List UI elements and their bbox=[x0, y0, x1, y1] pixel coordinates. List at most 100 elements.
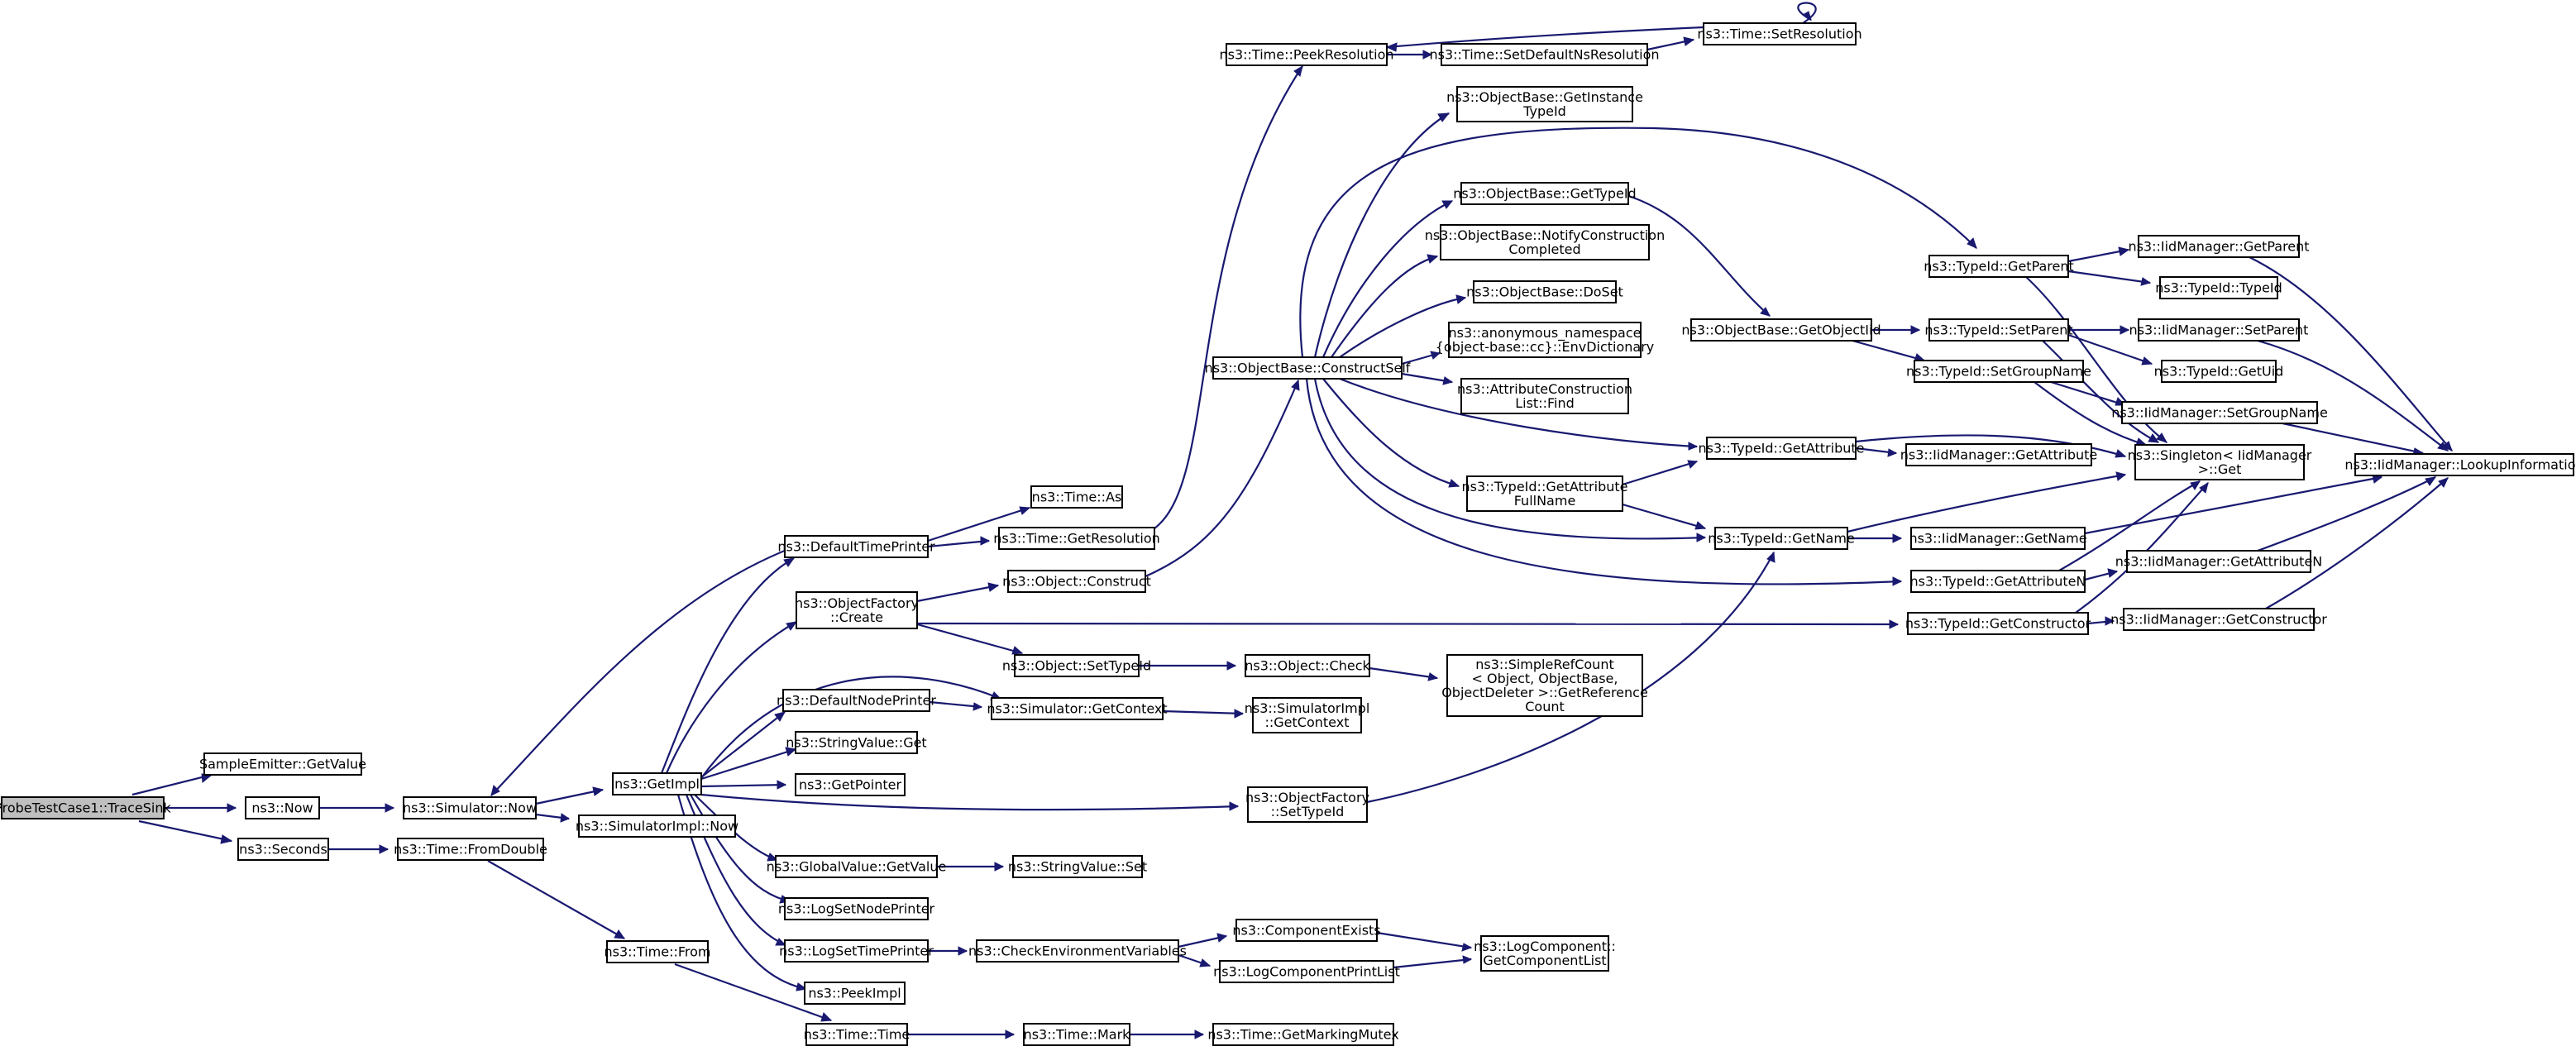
edge-line bbox=[916, 622, 1899, 626]
edge-arrowhead bbox=[980, 536, 991, 546]
edge-arrowhead bbox=[592, 786, 605, 796]
node-singleton-get[interactable]: ns3::Singleton< IidManager>::Get bbox=[2128, 444, 2312, 480]
node-defaultnodeprinter[interactable]: ns3::DefaultNodePrinter bbox=[777, 689, 936, 712]
node-simimpl-getcontext[interactable]: ns3::SimulatorImpl::GetContext bbox=[1245, 697, 1370, 733]
edge-arrowhead bbox=[994, 862, 1005, 872]
node-getmarkingmutex[interactable]: ns3::Time::GetMarkingMutex bbox=[1207, 1023, 1399, 1046]
edge-arrowhead bbox=[973, 702, 983, 711]
node-ob-gettypeid[interactable]: ns3::ObjectBase::GetTypeId bbox=[1453, 182, 1637, 205]
node-getobjectiid[interactable]: ns3::ObjectBase::GetObjectIid bbox=[1681, 318, 1881, 342]
node-time-from[interactable]: ns3::Time::From bbox=[604, 940, 711, 963]
node-simimpl-now[interactable]: ns3::SimulatorImpl::Now bbox=[576, 815, 738, 838]
edge-checkenvvars-to-logcomponentprintlist bbox=[1178, 953, 1212, 967]
node-objectfactory-settypeid[interactable]: ns3::ObjectFactory::SetTypeId bbox=[1245, 786, 1369, 823]
call-nodes: ProbeTestCase1::TraceSink SampleEmitter::… bbox=[0, 22, 2576, 1046]
node-stringvalue-set[interactable]: ns3::StringValue::Set bbox=[1008, 855, 1147, 878]
node-time-mark[interactable]: ns3::Time::Mark bbox=[1023, 1023, 1131, 1046]
node-object-construct[interactable]: ns3::Object::Construct bbox=[1002, 570, 1151, 593]
node-iid-setgroupname[interactable]: ns3::IidManager::SetGroupName bbox=[2111, 401, 2328, 424]
node-now[interactable]: ns3::Now bbox=[245, 796, 320, 819]
node-box bbox=[998, 527, 1155, 550]
node-globalvalue-getvalue[interactable]: ns3::GlobalValue::GetValue bbox=[767, 855, 947, 878]
node-iid-getattribute[interactable]: ns3::IidManager::GetAttribute bbox=[1900, 443, 2098, 466]
node-seconds[interactable]: ns3::Seconds bbox=[237, 838, 329, 861]
node-typeid-getattributen[interactable]: ns3::TypeId::GetAttributeN bbox=[1910, 570, 2086, 593]
node-peekresolution[interactable]: ns3::Time::PeekResolution bbox=[1219, 43, 1394, 66]
node-typeid-setgroupname[interactable]: ns3::TypeId::SetGroupName bbox=[1906, 360, 2091, 383]
node-typeid-getparent[interactable]: ns3::TypeId::GetParent bbox=[1924, 255, 2074, 278]
node-getcomponentlist[interactable]: ns3::LogComponent::GetComponentList bbox=[1474, 935, 1616, 972]
node-fromdouble[interactable]: ns3::Time::FromDouble bbox=[394, 838, 547, 861]
node-iid-getattributen[interactable]: ns3::IidManager::GetAttributeN bbox=[2115, 550, 2323, 573]
node-label: ns3::DefaultTimePrinter bbox=[777, 539, 935, 555]
node-stringvalue-get[interactable]: ns3::StringValue::Get bbox=[786, 731, 927, 754]
node-iid-getparent[interactable]: ns3::IidManager::GetParent bbox=[2128, 235, 2310, 258]
edge-object_settypeid-to-object_check bbox=[1139, 661, 1237, 671]
node-getreferencecount[interactable]: ns3::SimpleRefCount< Object, ObjectBase,… bbox=[1441, 654, 1648, 717]
edge-arrowhead bbox=[1687, 460, 1699, 469]
node-envdictionary[interactable]: ns3::anonymous_namespace{object-base::cc… bbox=[1436, 322, 1655, 358]
edge-typeid_getconstructor-to-singleton_get bbox=[2075, 481, 2209, 614]
node-notifyconstruction[interactable]: ns3::ObjectBase::NotifyConstructionCompl… bbox=[1425, 224, 1665, 260]
node-box bbox=[606, 940, 709, 963]
edge-line bbox=[929, 700, 982, 709]
node-logsettimeprinter[interactable]: ns3::LogSetTimePrinter bbox=[779, 939, 934, 963]
node-root[interactable]: ProbeTestCase1::TraceSink bbox=[0, 796, 171, 819]
node-logsetnodeprinter[interactable]: ns3::LogSetNodePrinter bbox=[778, 897, 935, 920]
node-se-getvalue[interactable]: SampleEmitter::GetValue bbox=[199, 752, 366, 776]
edge-arrowhead bbox=[786, 621, 798, 631]
node-setdefaultns[interactable]: ns3::Time::SetDefaultNsResolution bbox=[1429, 43, 1660, 66]
node-object-settypeid[interactable]: ns3::Object::SetTypeId bbox=[1002, 654, 1151, 677]
edge-line bbox=[131, 773, 213, 796]
node-typeid-typeid[interactable]: ns3::TypeId::TypeId bbox=[2155, 276, 2282, 299]
edge-line bbox=[1339, 377, 1698, 448]
node-label: ProbeTestCase1::TraceSink bbox=[0, 800, 171, 816]
edge-arrowhead bbox=[1427, 254, 1439, 264]
edge-constructself-to-typeid_getname bbox=[1313, 378, 1707, 542]
node-typeid-getname[interactable]: ns3::TypeId::GetName bbox=[1708, 527, 1855, 550]
node-setresolution[interactable]: ns3::Time::SetResolution bbox=[1697, 22, 1862, 45]
node-peekimpl[interactable]: ns3::PeekImpl bbox=[804, 982, 906, 1005]
node-objectfactory-create[interactable]: ns3::ObjectFactory::Create bbox=[795, 591, 919, 629]
node-typeid-getattribute[interactable]: ns3::TypeId::GetAttribute bbox=[1698, 437, 1865, 460]
edge-arrowhead bbox=[2425, 476, 2437, 486]
node-box bbox=[1448, 322, 1642, 358]
node-iid-getconstructor[interactable]: ns3::IidManager::GetConstructor bbox=[2110, 608, 2327, 631]
node-defaulttimeprinter[interactable]: ns3::DefaultTimePrinter bbox=[777, 535, 935, 558]
node-box bbox=[991, 697, 1164, 720]
node-typeid-setparent[interactable]: ns3::TypeId::SetParent bbox=[1924, 318, 2073, 342]
node-label: ns3::Time::FromDouble bbox=[394, 842, 547, 858]
edge-arrowhead bbox=[1011, 646, 1024, 655]
node-doset[interactable]: ns3::ObjectBase::DoSet bbox=[1466, 280, 1623, 303]
edge-typeid_setparent-to-singleton_get bbox=[2042, 340, 2160, 443]
node-box bbox=[1235, 919, 1378, 942]
node-object-check[interactable]: ns3::Object::Check bbox=[1245, 654, 1371, 677]
node-label: ns3::GetPointer bbox=[799, 777, 902, 793]
node-label: ns3::ObjectBase::DoSet bbox=[1466, 284, 1623, 300]
node-box bbox=[1012, 855, 1143, 878]
node-typeid-getconstructor[interactable]: ns3::TypeId::GetConstructor bbox=[1905, 612, 2091, 635]
node-label: ns3::StringValue::Set bbox=[1008, 859, 1147, 875]
node-label: SampleEmitter::GetValue bbox=[199, 757, 366, 772]
node-lookupinformation[interactable]: ns3::IidManager::LookupInformation bbox=[2344, 453, 2576, 476]
node-iid-getname[interactable]: ns3::IidManager::GetName bbox=[1909, 527, 2087, 550]
node-time-as[interactable]: ns3::Time::As bbox=[1030, 485, 1123, 509]
node-sim-getcontext[interactable]: ns3::Simulator::GetContext bbox=[987, 697, 1168, 720]
edge-line bbox=[2084, 475, 2382, 535]
node-getpointer[interactable]: ns3::GetPointer bbox=[795, 773, 906, 796]
node-iid-setparent[interactable]: ns3::IidManager::SetParent bbox=[2129, 318, 2309, 342]
node-constructself[interactable]: ns3::ObjectBase::ConstructSelf bbox=[1205, 356, 1411, 380]
node-checkenvvars[interactable]: ns3::CheckEnvironmentVariables bbox=[968, 939, 1187, 963]
node-getresolution[interactable]: ns3::Time::GetResolution bbox=[993, 527, 1160, 550]
node-typeid-getuid[interactable]: ns3::TypeId::GetUid bbox=[2154, 360, 2284, 383]
edge-arrowhead bbox=[2156, 432, 2168, 443]
node-time-time[interactable]: ns3::Time::Time bbox=[804, 1023, 910, 1046]
node-sim-now[interactable]: ns3::Simulator::Now bbox=[403, 796, 537, 819]
node-label: ns3::IidManager::LookupInformation bbox=[2344, 457, 2576, 473]
node-getimpl[interactable]: ns3::GetImpl bbox=[612, 772, 702, 795]
node-componentexists[interactable]: ns3::ComponentExists bbox=[1232, 919, 1381, 942]
node-logcomponentprintlist[interactable]: ns3::LogComponentPrintList bbox=[1213, 960, 1400, 983]
